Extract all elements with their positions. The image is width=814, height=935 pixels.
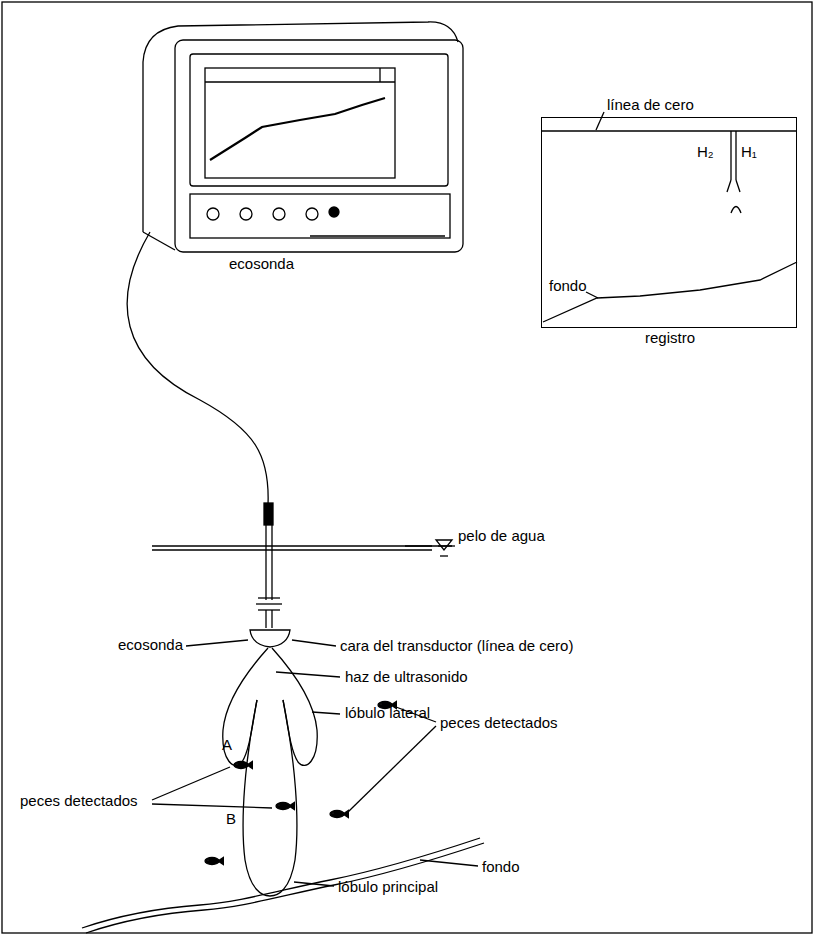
panel-caption: registro: [645, 329, 695, 346]
register-label: línea de cero: [607, 96, 694, 113]
sea-bottom: [82, 838, 484, 933]
part-label: lóbulo lateral: [345, 704, 430, 721]
water-surface: [152, 540, 455, 556]
register-panel: registro: [541, 117, 797, 328]
register-content: [541, 112, 797, 322]
ultrasound-beam: [223, 648, 317, 896]
echosounder-monitor: [143, 22, 463, 252]
device-name: ecosonda: [118, 636, 183, 653]
part-label: cara del transductor (línea de cero): [340, 637, 573, 654]
water-surface-label: pelo de agua: [458, 527, 545, 544]
fish-letter: B: [226, 810, 236, 827]
leader-lines: [152, 640, 478, 886]
cable: [127, 232, 268, 505]
device-name: ecosonda: [229, 255, 294, 272]
part-label: haz de ultrasonido: [345, 668, 468, 685]
register-label: fondo: [549, 277, 587, 294]
transducer: [250, 503, 290, 647]
part-label: lóbulo principal: [338, 878, 438, 895]
fish-label: peces detectados: [20, 792, 138, 809]
height-symbol: H₁: [741, 143, 757, 160]
height-symbol: H₂: [697, 143, 714, 160]
fish-letter: A: [222, 736, 232, 753]
bottom-label: fondo: [482, 858, 520, 875]
fish-label: peces detectados: [440, 714, 558, 731]
